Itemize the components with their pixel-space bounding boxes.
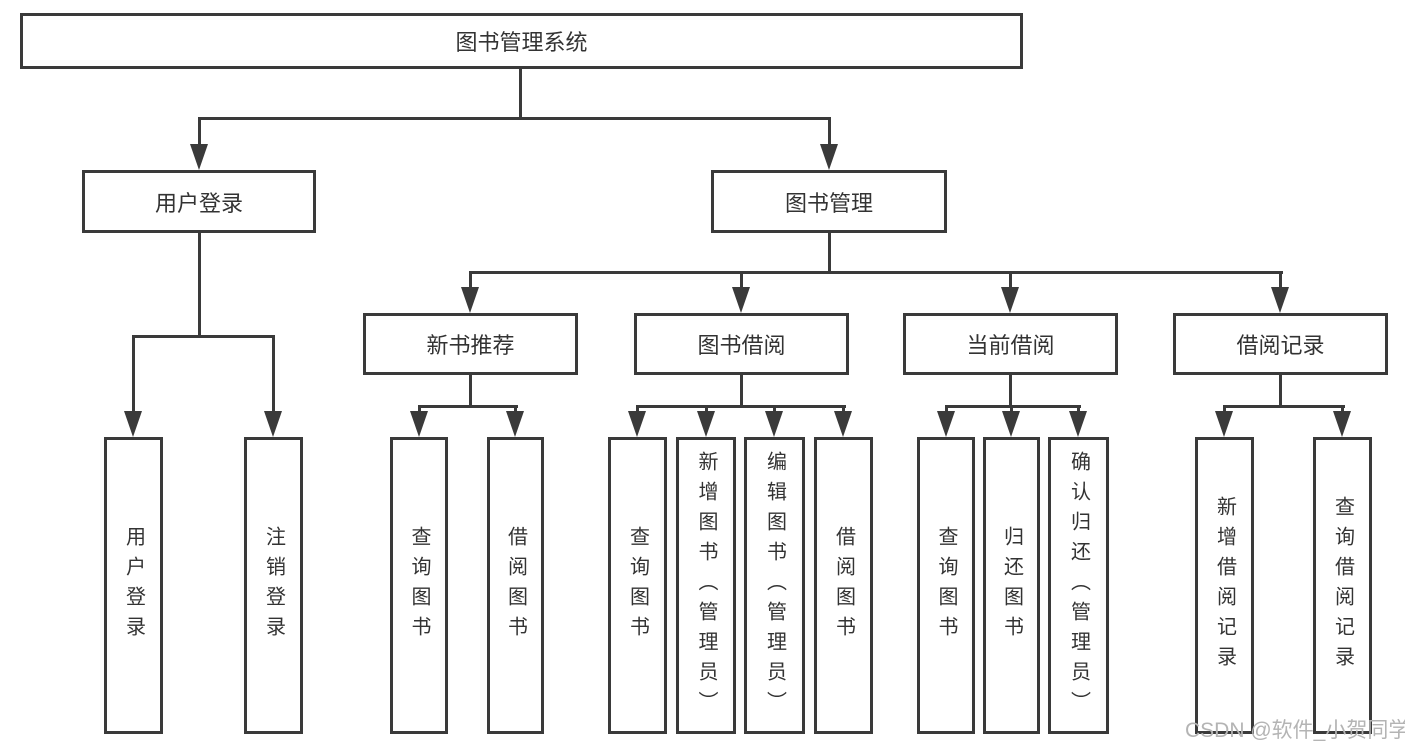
connector-line — [842, 405, 845, 415]
connector-line — [636, 405, 846, 408]
node-book-management: 图书管理 — [711, 170, 947, 233]
connector-line — [1341, 405, 1344, 415]
arrowhead-down — [628, 411, 646, 437]
node-label: 确认归还（管理员） — [1067, 450, 1090, 721]
connector-line — [1009, 271, 1012, 289]
node-label: 用户登录 — [122, 525, 145, 646]
node-new-book-recommendation: 新书推荐 — [363, 313, 578, 375]
node-book-borrowing: 图书借阅 — [634, 313, 849, 375]
connector-line — [519, 69, 522, 117]
arrowhead-down — [190, 144, 208, 170]
node-label: 图书管理 — [784, 190, 873, 216]
leaf-query-books-recommend: 查询图书 — [390, 437, 448, 734]
arrowhead-down — [1215, 411, 1233, 437]
connector-line — [773, 405, 776, 415]
node-label: 新书推荐 — [426, 333, 515, 358]
leaf-query-books-current: 查询图书 — [917, 437, 975, 734]
connector-line — [636, 405, 639, 415]
watermark: CSDN @软件_小贺同学 — [1185, 719, 1405, 742]
connector-line — [418, 405, 518, 408]
connector-line — [198, 233, 201, 337]
node-label: 当前借阅 — [966, 333, 1055, 358]
arrowhead-down — [461, 287, 479, 313]
arrowhead-down — [1001, 287, 1019, 313]
leaf-query-books-borrowing: 查询图书 — [608, 437, 667, 734]
node-library-management-system: 图书管理系统 — [20, 13, 1023, 69]
node-user-login: 用户登录 — [82, 170, 316, 233]
connector-line — [418, 405, 421, 415]
leaf-borrow-books-recommend: 借阅图书 — [487, 437, 544, 734]
connector-line — [1077, 405, 1080, 415]
leaf-add-borrow-record: 新增借阅记录 — [1195, 437, 1254, 734]
arrowhead-down — [765, 411, 783, 437]
arrowhead-down — [124, 411, 142, 437]
node-label: 新增图书（管理员） — [695, 450, 717, 721]
leaf-edit-books-admin: 编辑图书（管理员） — [744, 437, 805, 734]
leaf-add-books-admin: 新增图书（管理员） — [676, 437, 736, 734]
connector-line — [469, 375, 472, 407]
connector-line — [1009, 375, 1012, 407]
node-label: 注销登录 — [262, 525, 285, 646]
node-label: 查询借阅记录 — [1331, 495, 1354, 676]
connector-line — [740, 375, 743, 407]
arrowhead-down — [410, 411, 428, 437]
connector-line — [514, 405, 517, 415]
node-label: 借阅记录 — [1236, 333, 1325, 358]
node-label: 查询图书 — [408, 525, 430, 646]
node-label: 图书借阅 — [697, 333, 786, 358]
connector-line — [1279, 375, 1282, 407]
node-borrowing-records: 借阅记录 — [1173, 313, 1388, 375]
connector-line — [1010, 405, 1013, 415]
node-label: 用户登录 — [154, 190, 243, 216]
node-label: 编辑图书（管理员） — [763, 450, 786, 721]
node-label: 借阅图书 — [504, 525, 527, 646]
connector-line — [132, 335, 275, 338]
connector-line — [1279, 271, 1282, 289]
node-label: 新增借阅记录 — [1213, 495, 1236, 676]
node-label: 查询图书 — [935, 525, 957, 646]
arrowhead-down — [697, 411, 715, 437]
arrowhead-down — [1271, 287, 1289, 313]
connector-line — [828, 233, 831, 273]
arrowhead-down — [834, 411, 852, 437]
connector-line — [945, 405, 948, 415]
leaf-logout: 注销登录 — [244, 437, 303, 734]
leaf-borrow-books: 借阅图书 — [814, 437, 873, 734]
arrowhead-down — [820, 144, 838, 170]
connector-line — [1223, 405, 1345, 408]
arrowhead-down — [264, 411, 282, 437]
connector-line — [740, 271, 743, 289]
connector-line — [198, 117, 831, 120]
connector-line — [828, 117, 831, 147]
node-label: 借阅图书 — [832, 525, 855, 646]
arrowhead-down — [1069, 411, 1087, 437]
connector-line — [1223, 405, 1226, 415]
connector-line — [945, 405, 1081, 408]
leaf-confirm-return-admin: 确认归还（管理员） — [1048, 437, 1109, 734]
connector-line — [198, 117, 201, 147]
node-label: 图书管理系统 — [455, 30, 588, 55]
arrowhead-down — [506, 411, 524, 437]
node-label: 查询图书 — [626, 525, 649, 646]
connector-line — [469, 271, 1283, 274]
connector-line — [272, 335, 275, 413]
connector-line — [705, 405, 708, 415]
arrowhead-down — [937, 411, 955, 437]
node-label: 归还图书 — [1000, 525, 1023, 646]
connector-line — [469, 271, 472, 289]
arrowhead-down — [1002, 411, 1020, 437]
arrowhead-down — [732, 287, 750, 313]
arrowhead-down — [1333, 411, 1351, 437]
leaf-return-books: 归还图书 — [983, 437, 1040, 734]
connector-line — [132, 335, 135, 413]
leaf-user-login: 用户登录 — [104, 437, 163, 734]
node-current-borrowing: 当前借阅 — [903, 313, 1118, 375]
leaf-query-borrow-record: 查询借阅记录 — [1313, 437, 1372, 734]
